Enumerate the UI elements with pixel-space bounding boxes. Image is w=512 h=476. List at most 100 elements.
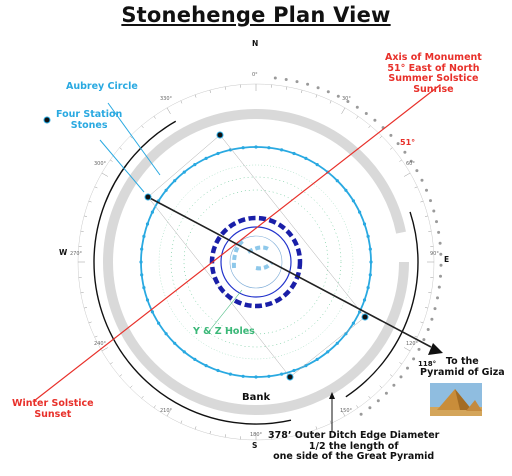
aubrey-hole [335,341,339,345]
scale-tick [88,200,92,203]
z-holes-ring [183,189,329,335]
ditch-dot [420,178,424,182]
scale-tick [153,116,156,119]
aubrey-hole [315,163,319,167]
aubrey-hole [315,357,319,361]
ditch-dot [316,86,320,90]
scale-tick [194,94,197,98]
aubrey-hole [344,188,348,192]
aubrey-hole [267,146,271,150]
ditch-dot [368,406,372,410]
compass-south: S [252,441,258,450]
ditch-dot [346,100,350,103]
scale-tick [166,409,171,417]
compass-north: N [252,39,259,48]
aubrey-hole [254,375,258,379]
ditch-dot [284,78,288,81]
scale-tick [403,347,411,352]
aubrey-hole [182,170,186,174]
aubrey-hole [145,298,150,302]
aubrey-hole [140,273,144,277]
scale-tick [341,107,346,115]
yz-holes-leader [209,289,243,331]
scale-tick [286,86,288,90]
scale-tick [315,94,318,98]
ditch-dot [396,142,400,146]
bluestone-horseshoe [231,238,274,271]
degree-tick-150: 150° [340,408,353,414]
bluestone-circle [220,226,292,298]
scale-tick [84,215,88,217]
scale-tick [329,420,332,424]
scale-tick [94,335,98,338]
aubrey-hole [150,210,154,214]
aubrey-hole [204,156,208,160]
aubrey-circle-label: Aubrey Circle [66,81,138,92]
scale-tick [180,100,183,104]
ditch-dot [403,150,407,154]
ditch-dot [359,412,363,416]
scale-tick [110,159,113,162]
scale-tick [129,385,133,389]
scale-tick [194,426,197,430]
scale-tick [209,430,211,434]
giza-direction-line [145,195,432,348]
scale-tick [315,426,318,430]
to-giza-line2: Pyramid of Giza [420,366,505,378]
degree-tick-0: 0° [252,72,258,78]
aubrey-hole [254,145,258,149]
ditch-dot [436,296,439,300]
degree-tick-270: 270° [70,251,83,257]
ditch-dot [373,118,377,122]
ditch-dot [417,347,421,351]
station-stone [361,313,369,321]
degree-tick-330: 330° [160,96,173,102]
ditch-dot [295,80,299,84]
ditch-dot [399,375,403,379]
scale-tick [368,395,371,399]
ditch-dot [389,133,393,137]
ditch-dot [439,263,443,267]
ditch-dot [355,105,359,109]
scale-tick [399,159,402,162]
station-stones-label-line2: Stones [70,119,108,131]
scale-tick [180,420,183,424]
scale-tick [286,434,288,438]
ditch-dot [415,169,419,173]
y-holes-ring [170,176,342,348]
aubrey-hole [193,163,197,167]
aubrey-hole [368,273,372,277]
aubrey-hole [139,260,143,264]
ditch-dot [409,159,413,163]
ditch-dot [422,338,426,342]
ditch-dot [438,241,442,245]
aubrey-hole [145,222,150,226]
aubrey-hole [157,321,161,325]
ditch-dot [306,82,310,86]
compass-east: E [444,255,450,264]
axis-monument-line4: Sunrise [413,83,454,95]
scale-tick [119,374,123,377]
page-title: Stonehenge Plan View [121,3,391,27]
aubrey-hole [228,148,232,152]
scale-tick [379,385,383,389]
winter-solstice-line2: Sunset [34,408,72,420]
aubrey-hole [351,321,355,325]
aubrey-hole [216,151,220,156]
degree-scale-ticks [78,84,434,440]
aubrey-hole [140,247,144,251]
scale-tick [414,335,418,338]
ditch-dot [437,230,441,234]
ditch-dot [376,399,380,403]
scale-tick [224,86,226,90]
scale-tick [88,321,92,324]
sarsen-circle [209,215,303,309]
ditch-note-arrowhead [329,392,335,399]
aubrey-hole [304,156,308,160]
trilithon-circle [229,235,283,289]
axis-monument-line1: Axis of Monument [385,52,482,63]
aubrey-hole [150,310,154,314]
station-stones-label-line1: Four Station [56,109,123,120]
aubrey-hole [280,372,284,376]
aubrey-hole [173,179,177,183]
